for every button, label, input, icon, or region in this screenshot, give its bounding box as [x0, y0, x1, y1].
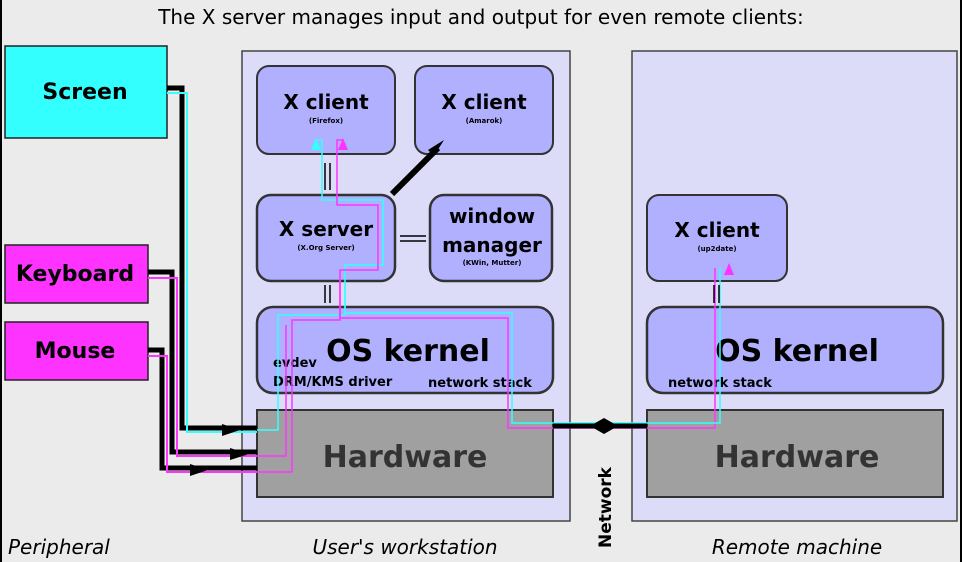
- workstation-hardware-label: Hardware: [323, 440, 488, 475]
- screen-connector: [167, 85, 257, 436]
- mouse-label: Mouse: [35, 339, 116, 364]
- window-manager-box: [428, 193, 554, 283]
- network-label: Network: [596, 466, 616, 548]
- footer-workstation: User's workstation: [312, 535, 497, 559]
- x-client-up2date-box: [646, 194, 788, 282]
- os-kernel-box: [255, 305, 555, 395]
- x-server-label: X server: [279, 217, 373, 241]
- x-client-up2date-label: X client: [674, 218, 760, 242]
- x-client-amarok-sub: (Amarok): [466, 117, 503, 125]
- window-manager-sub: (KWin, Mutter): [463, 259, 522, 267]
- x-client-firefox-sub: (Firefox): [309, 117, 343, 125]
- mouse-box: [4, 321, 149, 381]
- keyboard-label: Keyboard: [16, 262, 134, 287]
- remote-hardware-label: Hardware: [715, 440, 880, 475]
- x-client-firefox-box: [256, 65, 396, 155]
- screen-label: Screen: [42, 80, 127, 105]
- x-server-sub: (X.Org Server): [297, 244, 354, 252]
- footer-peripheral: Peripheral: [8, 535, 110, 559]
- amarok-server-link: [389, 140, 444, 197]
- evdev-label: evdev: [273, 356, 317, 371]
- workstation-signal-paths: [257, 138, 734, 473]
- diagram-title: The X server manages input and output fo…: [157, 5, 804, 29]
- mouse-connector: [148, 347, 257, 476]
- keyboard-connector: [148, 269, 257, 460]
- x-client-firefox-label: X client: [283, 90, 369, 114]
- x-client-amarok-label: X client: [441, 90, 527, 114]
- window-manager-line2: manager: [442, 233, 542, 257]
- x-client-amarok-box: [414, 65, 554, 155]
- remote-os-kernel-box: [645, 305, 945, 395]
- screen-box: [4, 45, 168, 139]
- os-kernel-label: OS kernel: [326, 334, 490, 369]
- remote-os-kernel-label: OS kernel: [715, 334, 879, 369]
- x-client-up2date-sub: (up2date): [697, 245, 736, 253]
- footer-remote: Remote machine: [712, 535, 882, 559]
- network-link: [553, 418, 647, 434]
- network-stack-label: network stack: [428, 376, 532, 391]
- socket-arrows: [324, 163, 720, 303]
- drm-kms-label: DRM/KMS driver: [273, 375, 393, 390]
- window-manager-line1: window: [449, 204, 535, 228]
- x-server-box: [255, 193, 397, 283]
- remote-hardware-box: [646, 409, 944, 498]
